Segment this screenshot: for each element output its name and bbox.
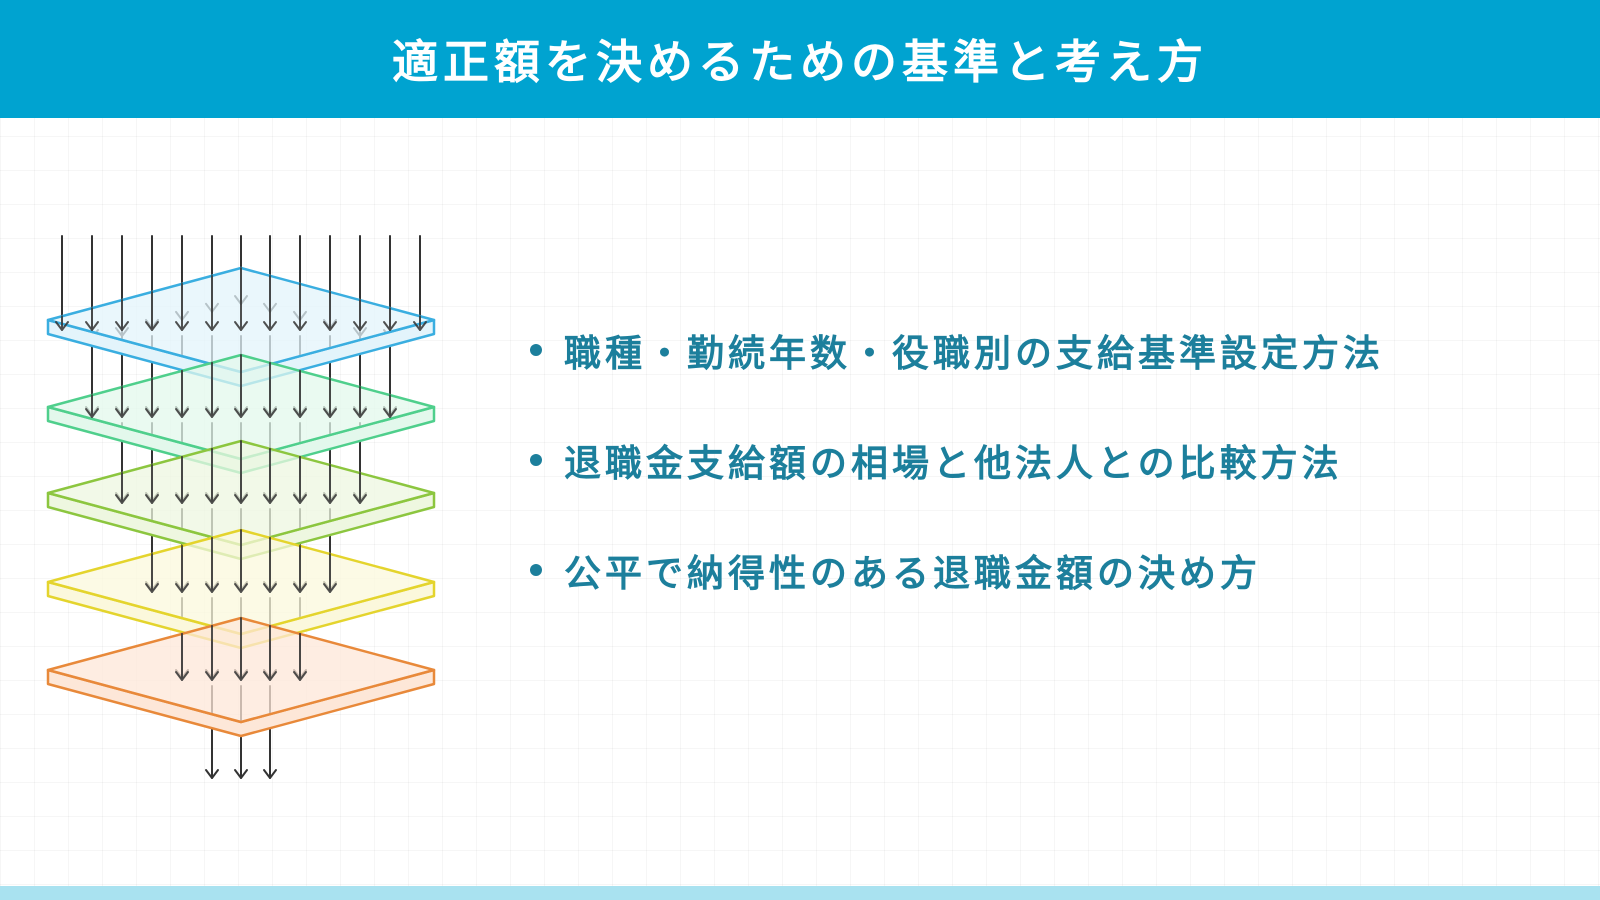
bullet-dot-icon <box>530 564 542 576</box>
down-arrow-icon <box>323 463 337 504</box>
down-arrow-icon <box>234 354 248 418</box>
page-title: 適正額を決めるための基準と考え方 <box>392 35 1208 89</box>
down-arrow-icon <box>175 369 189 418</box>
down-arrow-icon <box>175 632 189 681</box>
arrow-overlay-group <box>55 267 427 681</box>
down-arrow-icon <box>175 544 189 593</box>
down-arrow-icon <box>263 536 277 593</box>
bullet-item: 職種・勤続年数・役職別の支給基準設定方法 <box>530 322 1384 378</box>
down-arrow-icon <box>383 307 397 331</box>
down-arrow-icon <box>263 447 277 504</box>
bullet-item: 公平で納得性のある退職金額の決め方 <box>530 542 1384 598</box>
down-arrow-icon <box>205 447 219 504</box>
down-arrow-icon <box>293 369 307 418</box>
down-arrow-icon <box>55 315 69 331</box>
bullet-text: 公平で納得性のある退職金額の決め方 <box>564 552 1261 595</box>
down-arrow-icon <box>234 529 248 593</box>
down-arrow-icon <box>145 290 159 331</box>
down-arrow-icon <box>263 274 277 331</box>
down-arrow-icon <box>293 282 307 331</box>
bullet-dot-icon <box>530 344 542 356</box>
down-arrow-icon <box>145 463 159 504</box>
down-arrow-icon <box>175 455 189 504</box>
title-banner: 適正額を決めるための基準と考え方 <box>0 0 1600 118</box>
down-arrow-icon <box>293 632 307 681</box>
down-arrow-icon <box>145 377 159 418</box>
down-arrow-icon <box>115 386 129 418</box>
down-arrow-icon <box>323 290 337 331</box>
down-arrow-icon <box>234 617 248 681</box>
down-arrow-icon <box>85 394 99 418</box>
down-arrow-icon <box>234 440 248 504</box>
footer-band <box>0 886 1600 900</box>
bullet-text: 退職金支給額の相場と他法人との比較方法 <box>564 442 1343 485</box>
down-arrow-icon <box>85 307 99 331</box>
down-arrow-icon <box>383 394 397 418</box>
bullet-item: 退職金支給額の相場と他法人との比較方法 <box>530 432 1384 488</box>
down-arrow-icon <box>323 552 337 593</box>
bullet-dot-icon <box>530 454 542 466</box>
down-arrow-icon <box>293 455 307 504</box>
down-arrow-icon <box>413 315 427 331</box>
down-arrow-icon <box>353 299 367 331</box>
bullet-text: 職種・勤続年数・役職別の支給基準設定方法 <box>564 332 1384 375</box>
down-arrow-icon <box>115 299 129 331</box>
down-arrow-icon <box>205 536 219 593</box>
down-arrow-icon <box>353 386 367 418</box>
down-arrow-icon <box>353 472 367 504</box>
down-arrow-icon <box>205 624 219 681</box>
down-arrow-icon <box>263 624 277 681</box>
down-arrow-icon <box>205 274 219 331</box>
down-arrow-icon <box>323 377 337 418</box>
bullet-list: 職種・勤続年数・役職別の支給基準設定方法 退職金支給額の相場と他法人との比較方法… <box>530 322 1384 652</box>
down-arrow-icon <box>175 282 189 331</box>
down-arrow-icon <box>234 267 248 331</box>
down-arrow-icon <box>205 361 219 418</box>
down-arrow-icon <box>115 472 129 504</box>
down-arrow-icon <box>263 361 277 418</box>
down-arrow-icon <box>145 552 159 593</box>
down-arrow-icon <box>293 544 307 593</box>
